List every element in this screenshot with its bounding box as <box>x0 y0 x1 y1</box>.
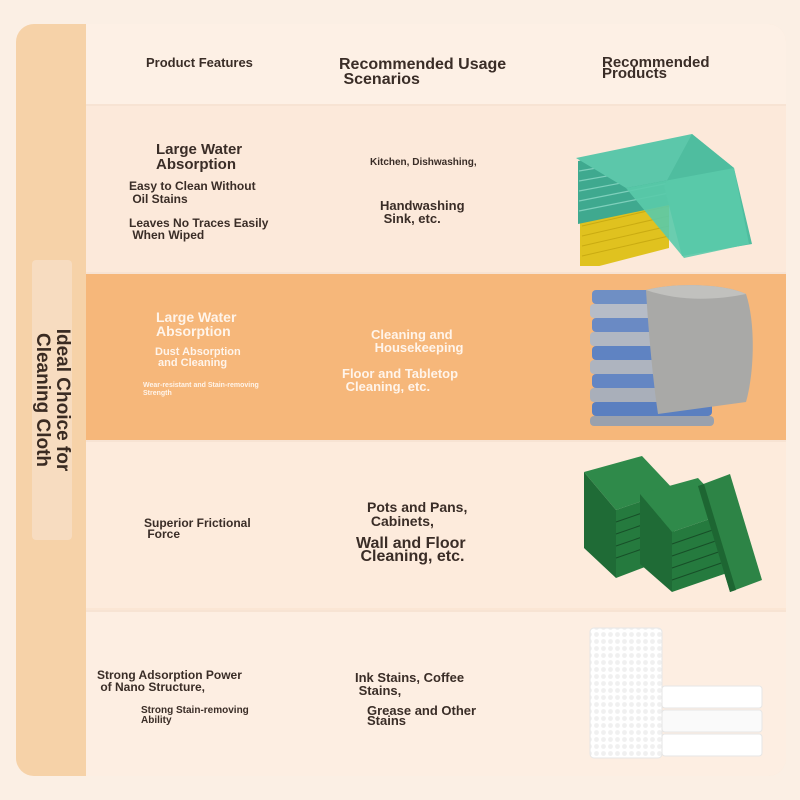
microfiber-towel-product-image <box>590 285 753 426</box>
table-row: Large Water Absorption Easy to Clean Wit… <box>86 106 786 272</box>
scenario-text: Grease and Other Stains <box>367 703 477 728</box>
standing-pad <box>698 474 762 592</box>
scenario-text: Wall and Floor Cleaning, etc. <box>356 535 466 565</box>
feature-text: Strong Stain-removing Ability <box>141 705 249 726</box>
sponge-slab <box>661 709 763 733</box>
teal-cloth-stack <box>576 134 752 258</box>
towel-stack <box>590 290 714 426</box>
table-row: Superior Frictional Force Pots and Pans,… <box>86 442 786 608</box>
feature-text: Strong Adsorption Power of Nano Structur… <box>97 668 242 694</box>
table-row: Large Water Absorption Dust Absorption a… <box>86 274 786 440</box>
sponge-slab <box>661 685 763 709</box>
feature-text: Large Water Absorption <box>156 309 237 339</box>
scenario-text: Floor and Tabletop Cleaning, etc. <box>342 366 459 394</box>
feature-text: Dust Absorption and Cleaning <box>155 346 241 369</box>
melamine-sponge-product-image <box>589 627 763 759</box>
header-row: Product Features Recommended Usage Scena… <box>86 24 786 104</box>
header-scenarios: Recommended Usage Scenarios <box>339 56 507 88</box>
scenario-text: Kitchen, Dishwashing, <box>370 157 477 168</box>
row-divider <box>86 440 786 442</box>
sponge-cloth-product-image <box>576 134 752 266</box>
row-divider <box>86 104 786 106</box>
scenario-text: Cleaning and Housekeeping <box>371 327 464 355</box>
scenario-text: Handwashing Sink, etc. <box>380 198 465 226</box>
comparison-table: Ideal Choice for Cleaning Cloth Product … <box>16 24 786 776</box>
side-banner: Ideal Choice for Cleaning Cloth <box>16 24 86 776</box>
scenario-text: Ink Stains, Coffee Stains, <box>355 670 465 698</box>
feature-text: Leaves No Traces Easily When Wiped <box>129 216 269 242</box>
feature-text: Large Water Absorption <box>156 141 243 173</box>
feature-text: Wear-resistant and Stain-removing Streng… <box>143 382 259 397</box>
row-divider <box>86 272 786 274</box>
feature-text: Easy to Clean Without Oil Stains <box>129 179 256 206</box>
side-title: Ideal Choice for Cleaning Cloth <box>32 328 73 472</box>
table-row: Strong Adsorption Power of Nano Structur… <box>86 612 786 776</box>
header-products: Recommended Products <box>602 54 710 82</box>
scouring-pad-product-image <box>584 456 762 592</box>
header-features: Product Features <box>146 55 253 70</box>
draped-gray-towel <box>646 285 753 414</box>
row-divider <box>86 610 786 612</box>
feature-text: Superior Frictional Force <box>144 516 251 541</box>
scenario-text: Pots and Pans, Cabinets, <box>367 499 468 529</box>
side-title-panel <box>32 260 72 540</box>
textured-sponge-block <box>589 627 663 759</box>
sponge-slab <box>661 733 763 757</box>
